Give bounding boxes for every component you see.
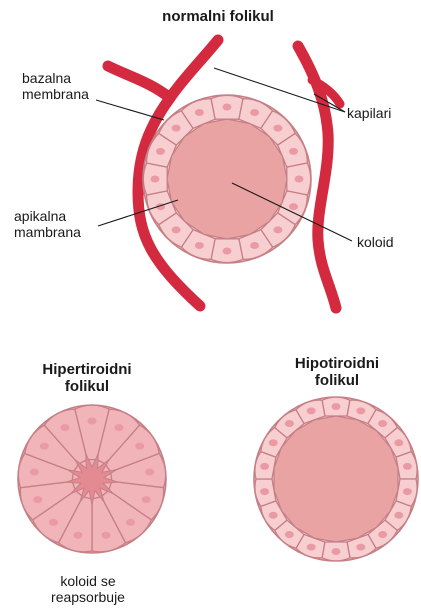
label-koloid: koloid xyxy=(357,234,394,250)
hypo-nucleus xyxy=(403,463,412,470)
label-koloid-se-reapsorbuje: koloid se reapsorbuje xyxy=(38,573,138,605)
normal-nucleus xyxy=(156,148,165,155)
hyper-nucleus xyxy=(101,532,110,539)
hypo-nucleus xyxy=(356,544,365,551)
hyper-nucleus xyxy=(126,519,135,526)
hyper-nucleus xyxy=(40,443,49,450)
hypo-colloid xyxy=(274,416,398,542)
hypo-nucleus xyxy=(285,531,294,538)
hypo-nucleus xyxy=(332,548,341,555)
hypo-nucleus xyxy=(285,420,294,427)
label-reabs-line2: reapsorbuje xyxy=(38,589,138,605)
normal-nucleus xyxy=(195,242,204,249)
hypo-nucleus xyxy=(269,512,278,519)
label-apikalna-line2: mambrana xyxy=(14,224,81,240)
hypo-nucleus xyxy=(403,488,412,495)
title-hypo-line1: Hipotiroidni xyxy=(272,355,402,372)
hypo-nucleus xyxy=(307,544,316,551)
normal-nucleus xyxy=(172,125,181,132)
hyper-nucleus xyxy=(33,496,42,503)
normal-nucleus xyxy=(172,226,181,233)
normal-nucleus xyxy=(250,242,259,249)
hyper-nucleus xyxy=(30,469,39,476)
hypo-nucleus xyxy=(394,439,403,446)
leader-bazalna-membrana xyxy=(96,100,164,120)
hypo-nucleus xyxy=(269,439,278,446)
title-hypothyroid-follicle: Hipotiroidni folikul xyxy=(272,355,402,390)
title-normal-follicle: normalni folikul xyxy=(148,8,288,25)
normal-nucleus xyxy=(289,148,298,155)
normal-nucleus xyxy=(151,176,160,183)
hyper-nucleus xyxy=(61,424,70,431)
hyper-nucleus xyxy=(115,424,124,431)
label-bazalna-membrana: bazalna membrana xyxy=(22,70,89,102)
label-apikalna-membrana: apikalna mambrana xyxy=(14,208,81,240)
title-hyperthyroid-follicle: Hipertiroidni folikul xyxy=(22,361,152,396)
normal-follicle xyxy=(143,95,311,263)
normal-nucleus xyxy=(295,176,304,183)
hypo-nucleus xyxy=(378,420,387,427)
normal-nucleus xyxy=(273,125,282,132)
hyper-nucleus xyxy=(142,496,151,503)
hyper-nucleus xyxy=(49,519,58,526)
label-reabs-line1: koloid se xyxy=(38,573,138,589)
hypo-nucleus xyxy=(260,488,269,495)
hypo-nucleus xyxy=(307,407,316,414)
hypothyroid-follicle xyxy=(254,397,418,561)
hyperthyroid-follicle xyxy=(18,405,166,553)
hypo-nucleus xyxy=(394,512,403,519)
hyper-nucleus xyxy=(145,469,154,476)
normal-nucleus xyxy=(195,109,204,116)
hyper-nucleus xyxy=(135,443,144,450)
label-apikalna-line1: apikalna xyxy=(14,208,81,224)
hyper-nucleus xyxy=(88,418,97,425)
normal-nucleus xyxy=(223,248,232,255)
normal-nucleus xyxy=(273,226,282,233)
title-hypo-line2: folikul xyxy=(272,372,402,389)
normal-nucleus xyxy=(289,203,298,210)
hypo-nucleus xyxy=(332,403,341,410)
label-bazalna-line1: bazalna xyxy=(22,70,89,86)
hypo-nucleus xyxy=(356,407,365,414)
hypo-nucleus xyxy=(260,463,269,470)
normal-nucleus xyxy=(223,104,232,111)
normal-colloid xyxy=(167,119,287,239)
label-bazalna-line2: membrana xyxy=(22,86,89,102)
label-kapilari: kapilari xyxy=(347,105,391,121)
title-hyper-line1: Hipertiroidni xyxy=(22,361,152,378)
hypo-nucleus xyxy=(378,531,387,538)
title-hyper-line2: folikul xyxy=(22,378,152,395)
capillary-left-branch xyxy=(108,66,170,98)
hyper-nucleus xyxy=(74,532,83,539)
normal-nucleus xyxy=(250,109,259,116)
